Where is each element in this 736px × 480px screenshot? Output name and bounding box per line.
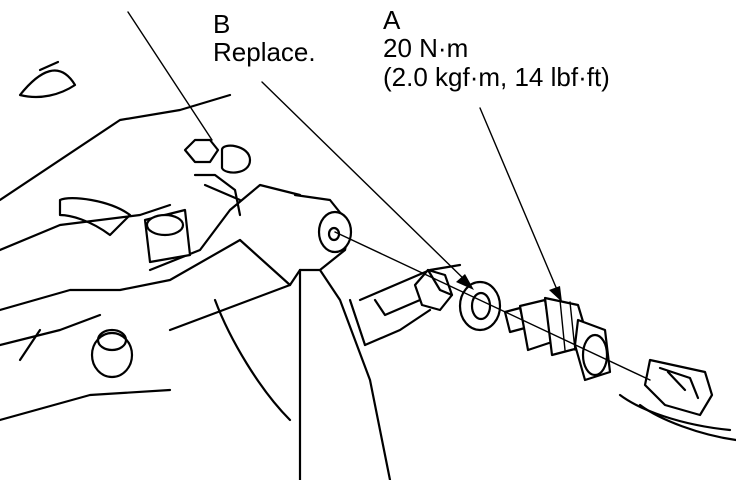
callout-a-torque: 20 N·m [383, 33, 469, 63]
lower-boss [90, 328, 134, 379]
sensor-connector [618, 358, 736, 442]
callout-a-conversion: (2.0 kgf·m, 14 lbf·ft) [383, 62, 610, 92]
mounting-nut [413, 268, 454, 312]
leader-line-top [127, 11, 213, 141]
callout-b-text: Replace. [213, 37, 316, 67]
engine-block [0, 60, 462, 480]
bracket-block [143, 208, 192, 264]
assembly-centerline [334, 231, 651, 381]
leader-line-b [261, 81, 474, 290]
callout-a-letter: A [383, 5, 401, 35]
upper-bolt [183, 138, 252, 217]
leader-line-a [479, 107, 562, 302]
callout-b-letter: B [213, 9, 231, 39]
sealing-washer [458, 280, 502, 332]
knock-sensor [503, 296, 612, 382]
